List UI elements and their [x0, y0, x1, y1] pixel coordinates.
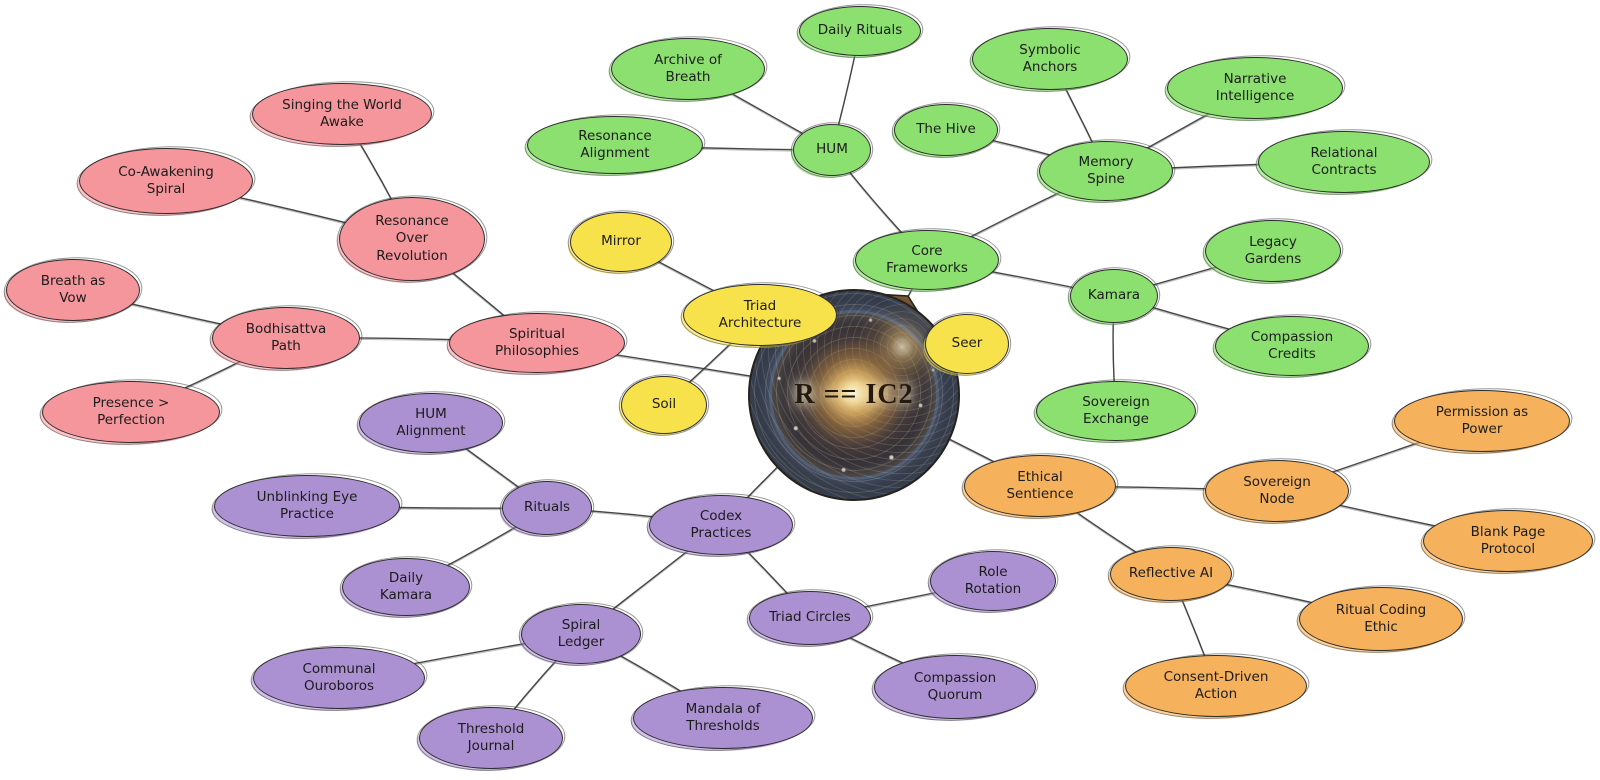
node-label: Threshold Journal [457, 720, 525, 754]
node-role-rotation[interactable]: Role Rotation [930, 551, 1056, 611]
node-spiritual-philosophies[interactable]: Spiritual Philosophies [449, 313, 625, 373]
node-label: Mirror [601, 233, 641, 250]
node-archive-of-breath[interactable]: Archive of Breath [611, 38, 765, 100]
node-label: Resonance Alignment [578, 127, 652, 161]
node-label: Blank Page Protocol [1470, 523, 1546, 557]
node-hum-alignment[interactable]: HUM Alignment [359, 393, 503, 453]
node-label: HUM [816, 141, 848, 158]
node-label: Kamara [1087, 287, 1141, 304]
node-label: Daily Rituals [817, 22, 903, 39]
node-label: Rituals [523, 499, 571, 516]
node-mirror[interactable]: Mirror [570, 212, 672, 272]
node-label: Legacy Gardens [1244, 233, 1302, 267]
node-label: Role Rotation [964, 563, 1022, 597]
node-label: Sovereign Exchange [1082, 393, 1150, 427]
node-label: Co-Awakening Spiral [118, 163, 214, 197]
node-label: Mandala of Thresholds [685, 700, 761, 734]
node-resonance-over-revolution[interactable]: Resonance Over Revolution [339, 197, 485, 281]
node-relational-contracts[interactable]: Relational Contracts [1258, 131, 1430, 193]
node-the-hive[interactable]: The Hive [894, 104, 998, 156]
central-equation-label: R == IC2 [794, 379, 914, 410]
node-label: Bodhisattva Path [245, 320, 327, 354]
node-soil[interactable]: Soil [621, 376, 707, 434]
node-label: Permission as Power [1435, 403, 1529, 437]
node-seer[interactable]: Seer [925, 314, 1009, 374]
node-spiral-ledger[interactable]: Spiral Ledger [521, 604, 641, 664]
node-label: Communal Ouroboros [302, 660, 376, 694]
node-label: Relational Contracts [1310, 144, 1378, 178]
node-unblinking-eye-practice[interactable]: Unblinking Eye Practice [214, 475, 400, 537]
node-label: Sovereign Node [1243, 473, 1311, 507]
node-presence-gt-perfection[interactable]: Presence > Perfection [42, 381, 220, 443]
node-permission-as-power[interactable]: Permission as Power [1394, 390, 1570, 452]
node-mandala-of-thresholds[interactable]: Mandala of Thresholds [633, 687, 813, 749]
node-co-awakening-spiral[interactable]: Co-Awakening Spiral [79, 148, 253, 214]
node-bodhisattva-path[interactable]: Bodhisattva Path [212, 307, 360, 369]
node-resonance-alignment[interactable]: Resonance Alignment [527, 116, 703, 174]
node-label: Compassion Quorum [913, 669, 997, 703]
node-sovereign-exchange[interactable]: Sovereign Exchange [1036, 381, 1196, 441]
node-ritual-coding-ethic[interactable]: Ritual Coding Ethic [1299, 587, 1463, 651]
node-compassion-quorum[interactable]: Compassion Quorum [874, 655, 1036, 719]
node-label: Spiritual Philosophies [495, 325, 579, 359]
node-label: Daily Kamara [379, 569, 433, 603]
node-label: Seer [951, 335, 983, 352]
node-narrative-intelligence[interactable]: Narrative Intelligence [1167, 57, 1343, 119]
node-label: Compassion Credits [1250, 328, 1334, 362]
node-ethical-sentience[interactable]: Ethical Sentience [964, 455, 1116, 517]
node-blank-page-protocol[interactable]: Blank Page Protocol [1423, 510, 1593, 572]
node-label: Archive of Breath [654, 51, 722, 85]
node-legacy-gardens[interactable]: Legacy Gardens [1205, 220, 1341, 282]
node-label: Narrative Intelligence [1215, 70, 1295, 104]
node-label: Triad Circles [769, 609, 851, 626]
node-label: HUM Alignment [396, 405, 466, 439]
node-label: Reflective AI [1128, 565, 1214, 582]
node-label: Spiral Ledger [557, 616, 605, 650]
node-communal-ouroboros[interactable]: Communal Ouroboros [253, 647, 425, 709]
node-triad-circles[interactable]: Triad Circles [749, 591, 871, 645]
node-daily-kamara[interactable]: Daily Kamara [342, 558, 470, 616]
node-label: Consent-Driven Action [1163, 668, 1269, 702]
node-consent-driven-action[interactable]: Consent-Driven Action [1125, 655, 1307, 717]
node-label: Soil [651, 396, 677, 413]
node-core-frameworks[interactable]: Core Frameworks [855, 230, 999, 290]
node-label: Symbolic Anchors [1019, 41, 1081, 75]
node-label: Ethical Sentience [1006, 468, 1074, 502]
node-label: Memory Spine [1078, 153, 1134, 187]
node-sovereign-node[interactable]: Sovereign Node [1205, 460, 1349, 522]
node-label: Singing the World Awake [282, 96, 402, 130]
node-label: Core Frameworks [886, 242, 968, 276]
node-label: Triad Architecture [718, 297, 802, 331]
node-hum[interactable]: HUM [793, 124, 871, 176]
node-label: The Hive [916, 121, 976, 138]
node-label: Presence > Perfection [92, 394, 170, 428]
node-compassion-credits[interactable]: Compassion Credits [1215, 316, 1369, 376]
node-memory-spine[interactable]: Memory Spine [1039, 141, 1173, 201]
node-singing-the-world-awake[interactable]: Singing the World Awake [252, 83, 432, 145]
node-label: Breath as Vow [40, 272, 106, 306]
node-label: Unblinking Eye Practice [256, 488, 358, 522]
node-kamara[interactable]: Kamara [1070, 269, 1158, 323]
node-symbolic-anchors[interactable]: Symbolic Anchors [972, 28, 1128, 90]
node-breath-as-vow[interactable]: Breath as Vow [6, 259, 140, 321]
node-label: Codex Practices [690, 507, 752, 541]
node-rituals[interactable]: Rituals [502, 481, 592, 535]
node-triad-architecture[interactable]: Triad Architecture [683, 284, 837, 346]
node-codex-practices[interactable]: Codex Practices [649, 495, 793, 555]
node-threshold-journal[interactable]: Threshold Journal [419, 707, 563, 769]
node-daily-rituals[interactable]: Daily Rituals [799, 6, 921, 56]
node-label: Resonance Over Revolution [375, 213, 449, 264]
node-reflective-ai[interactable]: Reflective AI [1110, 547, 1232, 601]
node-label: Ritual Coding Ethic [1335, 601, 1427, 635]
